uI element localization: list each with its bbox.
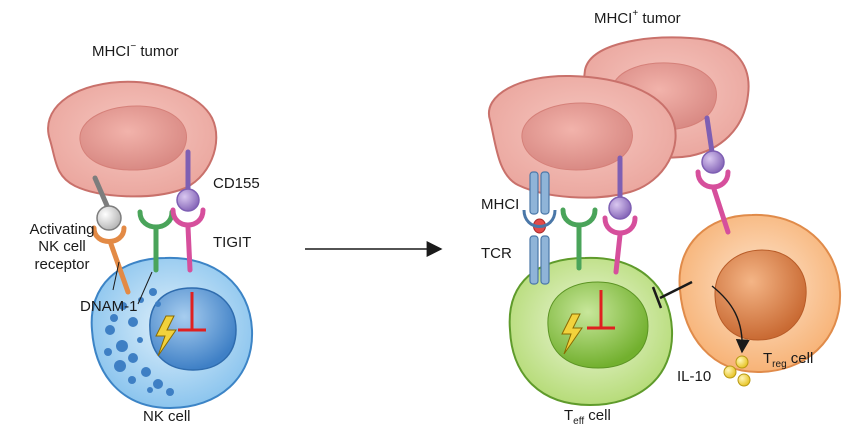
cd155-tigit-treg [695, 115, 731, 235]
activating-receptor-label: Activating NK cell receptor [29, 221, 95, 273]
mhci-tcr-complex [522, 171, 557, 285]
inhibition-mark [178, 292, 206, 332]
dnam1-receptor [137, 209, 175, 273]
cd155-tigit-teff [602, 155, 638, 275]
mhci-label: MHCI [481, 196, 520, 213]
tigit-label: TIGIT [213, 234, 252, 251]
nk-granules [104, 288, 174, 396]
tcr-label: TCR [481, 245, 512, 262]
treg-cell-label: Treg cell [763, 350, 814, 370]
teff-cell-label: Teff cell [564, 407, 611, 427]
il10-secretion-arrow [711, 285, 750, 354]
nk-cell [90, 256, 254, 410]
dnam1-receptor-right [560, 207, 598, 271]
treg-cell [678, 213, 842, 374]
mhci-pos-tumor-label: MHCI+ tumor [594, 8, 681, 27]
activating-receptor [91, 175, 131, 295]
il10-granules [723, 355, 751, 387]
dnam1-leader [137, 271, 153, 305]
nk-cell-label: NK cell [143, 408, 191, 425]
cd155-label: CD155 [213, 175, 260, 192]
treg-inhibition [651, 280, 693, 309]
lightning-icon [561, 313, 583, 355]
activating-leader [112, 261, 120, 291]
cd155-tigit-left [170, 149, 206, 273]
inhibition-mark [587, 290, 615, 330]
teff-cell [508, 256, 674, 407]
il10-label: IL-10 [677, 368, 712, 385]
mhci-neg-tumor-cell [47, 80, 218, 198]
dnam1-label: DNAM-1 [80, 298, 138, 315]
mhci-pos-tumor-cell-front [487, 74, 677, 199]
lightning-icon [155, 315, 177, 357]
mhci-neg-tumor-label: MHCI− tumor [92, 41, 179, 60]
